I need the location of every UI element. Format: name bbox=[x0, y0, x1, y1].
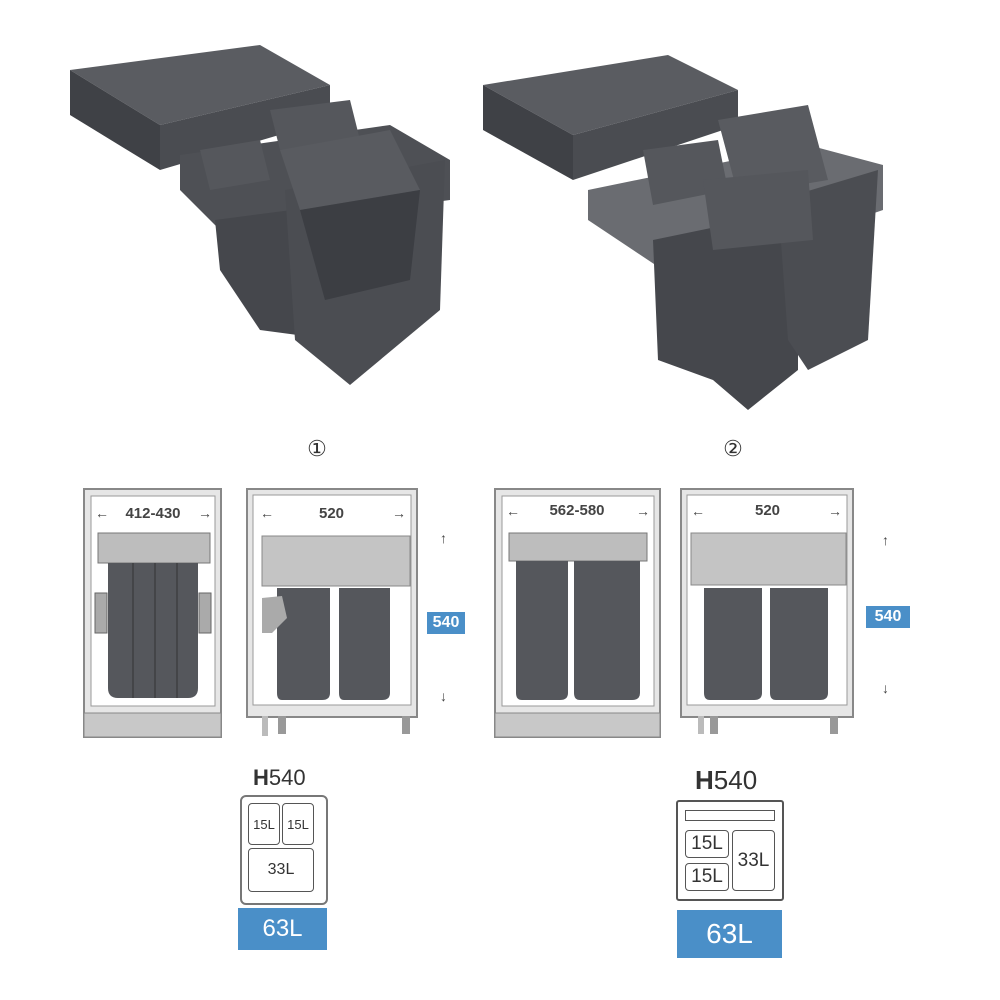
width-label-2: 562-580 bbox=[549, 502, 605, 519]
front-view-diagram-1: ←→ bbox=[83, 488, 222, 738]
product-render-2 bbox=[483, 55, 883, 410]
side-view-diagram-1: ←→ bbox=[246, 488, 418, 736]
arrow-up-icon: ↑ bbox=[440, 530, 447, 546]
depth-label-1: 520 bbox=[318, 505, 345, 522]
bin-layout-1: 15L 15L 33L bbox=[240, 795, 328, 905]
svg-text:→: → bbox=[392, 505, 406, 521]
bin-cell: 15L bbox=[248, 803, 280, 845]
variant-marker-1: ① bbox=[307, 436, 327, 461]
height-title-2: H540 bbox=[695, 765, 758, 795]
svg-text:→: → bbox=[636, 503, 650, 519]
arrow-down-icon: ↓ bbox=[440, 688, 447, 704]
svg-text:→: → bbox=[198, 505, 212, 521]
variant-marker-2: ② bbox=[723, 436, 743, 461]
product-render-1 bbox=[70, 45, 450, 385]
lid-bar bbox=[685, 810, 775, 821]
arrow-up-icon: ↑ bbox=[882, 532, 889, 548]
depth-label-2: 520 bbox=[754, 502, 781, 519]
total-volume-1: 63L bbox=[238, 908, 327, 950]
total-volume-2: 63L bbox=[677, 910, 782, 958]
svg-text:←: ← bbox=[506, 503, 520, 519]
front-view-diagram-2: ←→ bbox=[494, 488, 661, 738]
height-badge-2: 540 bbox=[866, 606, 910, 628]
side-view-diagram-2: ←→ bbox=[680, 488, 854, 734]
svg-text:←: ← bbox=[260, 505, 274, 521]
height-title-1: H540 bbox=[253, 765, 306, 790]
height-badge-1: 540 bbox=[427, 612, 465, 634]
bin-cell: 15L bbox=[685, 830, 729, 858]
arrow-down-icon: ↓ bbox=[882, 680, 889, 696]
width-label-1: 412-430 bbox=[125, 505, 181, 522]
bin-cell: 33L bbox=[732, 830, 775, 891]
bin-cell: 15L bbox=[282, 803, 314, 845]
svg-text:→: → bbox=[828, 503, 842, 519]
bin-cell: 15L bbox=[685, 863, 729, 891]
svg-text:←: ← bbox=[691, 503, 705, 519]
svg-text:←: ← bbox=[95, 505, 109, 521]
bin-cell: 33L bbox=[248, 848, 314, 892]
bin-layout-2: 15L 15L 33L bbox=[676, 800, 784, 901]
